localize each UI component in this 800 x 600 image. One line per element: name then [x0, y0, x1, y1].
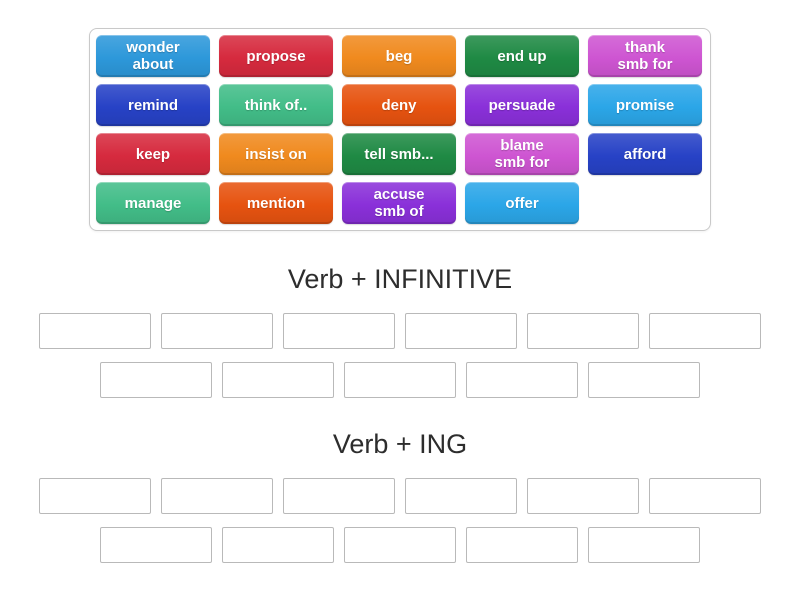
word-tile-offer[interactable]: offer	[465, 182, 579, 224]
answer-slot[interactable]	[527, 313, 639, 349]
answer-slot[interactable]	[283, 478, 395, 514]
word-tile-persuade[interactable]: persuade	[465, 84, 579, 126]
answer-slot[interactable]	[344, 362, 456, 398]
word-tile-beg[interactable]: beg	[342, 35, 456, 77]
word-tile-remind[interactable]: remind	[96, 84, 210, 126]
word-tile-accuse-smb-of[interactable]: accuse smb of	[342, 182, 456, 224]
answer-slot[interactable]	[466, 362, 578, 398]
word-tile-blame-smb-for[interactable]: blame smb for	[465, 133, 579, 175]
infinitive-slot-row-1	[0, 313, 800, 349]
word-tile-keep[interactable]: keep	[96, 133, 210, 175]
word-tile-think-of[interactable]: think of..	[219, 84, 333, 126]
answer-slot[interactable]	[222, 527, 334, 563]
word-tile-end-up[interactable]: end up	[465, 35, 579, 77]
word-tile-afford[interactable]: afford	[588, 133, 702, 175]
ing-slot-row-1	[0, 478, 800, 514]
word-tile-insist-on[interactable]: insist on	[219, 133, 333, 175]
answer-slot[interactable]	[649, 478, 761, 514]
ing-slot-row-2	[0, 527, 800, 563]
answer-slot[interactable]	[344, 527, 456, 563]
word-tile-thank-smb-for[interactable]: thank smb for	[588, 35, 702, 77]
word-tile-wonder-about[interactable]: wonder about	[96, 35, 210, 77]
group-title-infinitive: Verb + INFINITIVE	[287, 264, 513, 294]
word-tile-manage[interactable]: manage	[96, 182, 210, 224]
word-tile-promise[interactable]: promise	[588, 84, 702, 126]
word-bank: wonder about propose beg end up thank sm…	[89, 28, 711, 231]
answer-slot[interactable]	[527, 478, 639, 514]
infinitive-slot-row-2	[0, 362, 800, 398]
answer-slot[interactable]	[39, 478, 151, 514]
word-tile-tell-smb[interactable]: tell smb...	[342, 133, 456, 175]
word-tile-mention[interactable]: mention	[219, 182, 333, 224]
word-tile-propose[interactable]: propose	[219, 35, 333, 77]
answer-slot[interactable]	[283, 313, 395, 349]
answer-slot[interactable]	[405, 478, 517, 514]
answer-slot[interactable]	[100, 362, 212, 398]
answer-slot[interactable]	[161, 313, 273, 349]
answer-slot[interactable]	[100, 527, 212, 563]
answer-slot[interactable]	[405, 313, 517, 349]
answer-slot[interactable]	[588, 362, 700, 398]
answer-slot[interactable]	[588, 527, 700, 563]
word-tile-deny[interactable]: deny	[342, 84, 456, 126]
word-bank-empty-cell	[588, 182, 702, 224]
answer-slot[interactable]	[222, 362, 334, 398]
group-title-ing: Verb + ING	[332, 429, 468, 459]
answer-slot[interactable]	[649, 313, 761, 349]
answer-slot[interactable]	[161, 478, 273, 514]
answer-slot[interactable]	[466, 527, 578, 563]
answer-slot[interactable]	[39, 313, 151, 349]
